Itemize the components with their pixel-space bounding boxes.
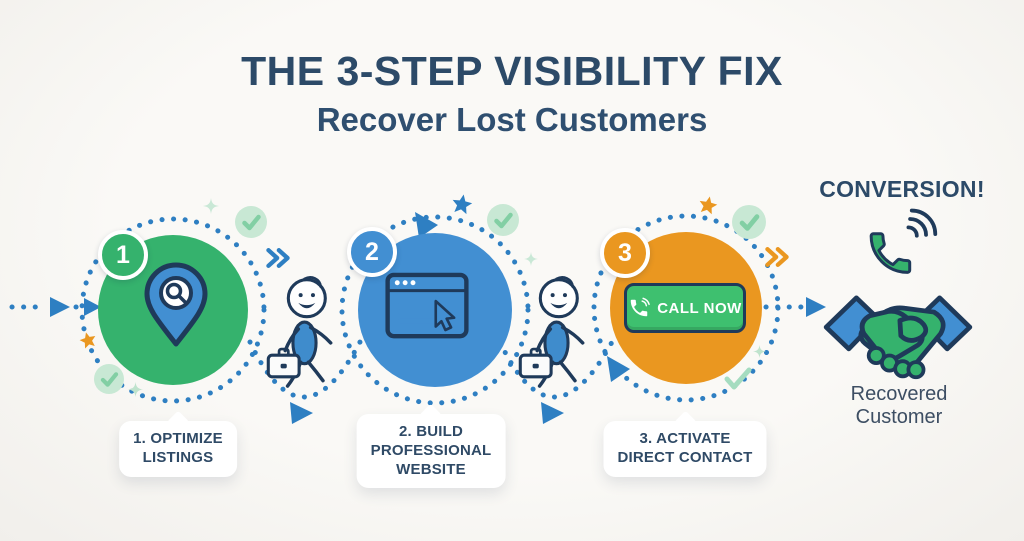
step1-label-line: LISTINGS — [142, 448, 214, 466]
arrowhead-icon — [541, 402, 564, 424]
sparkle-icon — [524, 252, 538, 266]
step1-label: 1. OPTIMIZE LISTINGS — [119, 410, 237, 477]
star-icon — [699, 196, 718, 215]
step1-number-badge: 1 — [98, 230, 148, 280]
arrowhead-icon — [84, 298, 101, 316]
handshake-icon — [823, 295, 973, 380]
conversion-caption-line: Recovered — [850, 383, 948, 405]
walking-customer-figure-2 — [518, 276, 585, 388]
step2-label-line: PROFESSIONAL — [370, 441, 492, 459]
briefcase-icon — [266, 347, 301, 379]
sparkle-icon — [203, 198, 219, 214]
knuckles — [866, 346, 926, 380]
double-chevron-icon — [266, 248, 290, 268]
phone-icon — [630, 297, 651, 317]
arrowhead-icon — [607, 356, 630, 382]
check-circle-icon — [487, 204, 519, 236]
conversion-caption: Recovered Customer — [824, 383, 974, 429]
arrowhead-icons — [50, 212, 826, 424]
check-circle-icon — [94, 364, 124, 394]
check-icon — [724, 367, 752, 390]
sparkle-icon — [128, 382, 143, 397]
sparkle-icon — [753, 345, 766, 358]
arrowhead-icon — [806, 297, 826, 317]
thumb — [897, 315, 929, 343]
step3-label: 3. ACTIVATE DIRECT CONTACT — [603, 410, 767, 477]
path-step1-to-step2 — [247, 339, 363, 400]
check-circle-icon — [235, 206, 267, 238]
double-chevron-icon — [765, 247, 789, 267]
arrowhead-icon — [290, 402, 313, 424]
cursor-icon — [434, 299, 456, 332]
arrowhead-icon — [50, 297, 70, 317]
step2-label-line: 2. BUILD — [398, 423, 464, 440]
magnifier-icon — [165, 282, 183, 300]
step1-label-line: 1. OPTIMIZE — [133, 430, 223, 447]
conversion-caption-line: Customer — [855, 406, 943, 428]
conversion-title: CONVERSION! — [819, 176, 985, 202]
step2-number-badge: 2 — [347, 227, 397, 277]
step3-label-line: 3. ACTIVATE — [639, 430, 731, 447]
star-icon — [452, 194, 473, 215]
step2-dotted-ring — [339, 214, 531, 406]
phone-ringing-icon — [869, 208, 938, 274]
call-now-button[interactable]: CALL NOW — [624, 283, 746, 333]
map-pin-search-icon — [144, 262, 208, 347]
step3-label-line: DIRECT CONTACT — [617, 448, 753, 466]
briefcase-icon — [518, 347, 553, 379]
arrowhead-icon — [415, 212, 438, 238]
browser-window-icon — [385, 272, 469, 339]
star-icon — [79, 332, 96, 349]
step3-number-badge: 3 — [600, 228, 650, 278]
step2-label-line: WEBSITE — [396, 460, 466, 478]
smile — [550, 302, 568, 309]
path-step2-to-step3 — [497, 339, 615, 400]
subtitle: Recover Lost Customers — [316, 101, 708, 138]
smile — [298, 302, 316, 309]
check-circle-icon — [732, 205, 766, 239]
main-title: THE 3-STEP VISIBILITY FIX — [241, 48, 783, 94]
call-now-label: CALL NOW — [657, 299, 742, 317]
walking-customer-figure-1 — [266, 276, 333, 388]
step1-dotted-ring — [79, 216, 267, 404]
ring-waves — [906, 208, 938, 238]
step2-label: 2. BUILD PROFESSIONAL WEBSITE — [356, 403, 506, 489]
